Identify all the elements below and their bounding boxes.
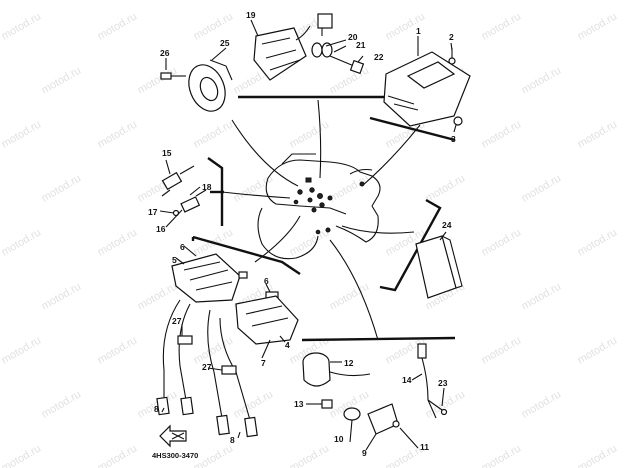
plug-leads-part <box>156 299 258 438</box>
watermark-text: motod.ru <box>40 172 84 204</box>
watermark-text: motod.ru <box>520 64 564 96</box>
callout-3: 3 <box>451 134 456 144</box>
callout-8a: 8 <box>154 404 159 414</box>
watermark-text: motod.ru <box>480 226 524 258</box>
watermark-text: motod.ru <box>520 172 564 204</box>
watermark-text: motod.ru <box>480 334 524 366</box>
callout-22: 22 <box>374 52 384 62</box>
watermark-text: motod.ru <box>0 442 43 468</box>
front-direction-arrow <box>159 424 187 448</box>
watermark-text: motod.ru <box>328 172 372 204</box>
watermark-text: motod.ru <box>288 118 332 150</box>
watermark-text: motod.ru <box>520 388 564 420</box>
watermark-text: motod.ru <box>424 172 468 204</box>
neutral-switch-part <box>343 403 400 435</box>
callout-10: 10 <box>334 434 344 444</box>
callout-17: 17 <box>148 207 158 217</box>
watermark-text: motod.ru <box>0 10 43 42</box>
callout-15: 15 <box>162 148 172 158</box>
callout-12: 12 <box>344 358 354 368</box>
watermark-text: motod.ru <box>192 334 236 366</box>
relay-unit-part <box>253 13 333 81</box>
fuel-sender-part <box>302 352 371 387</box>
watermark-text: motod.ru <box>40 64 84 96</box>
watermark-text: motod.ru <box>232 388 276 420</box>
leader-lines <box>191 95 456 342</box>
ignition-coil-part <box>171 253 241 303</box>
callout-18: 18 <box>202 182 212 192</box>
sensor-switch-part <box>161 165 195 197</box>
watermark-text: motod.ru <box>328 280 372 312</box>
watermark-text: motod.ru <box>576 226 620 258</box>
callout-11: 11 <box>420 442 429 452</box>
sensor-wire-part <box>417 343 448 419</box>
watermark-text: motod.ru <box>576 118 620 150</box>
relay-box-part <box>415 235 463 299</box>
watermark-text: motod.ru <box>136 280 180 312</box>
watermark-text: motod.ru <box>288 442 332 468</box>
control-unit-part <box>383 51 471 127</box>
callout-23: 23 <box>438 378 448 388</box>
callout-20: 20 <box>348 32 358 42</box>
watermark-text: motod.ru <box>96 442 140 468</box>
horn-part <box>188 59 233 112</box>
callout-19: 19 <box>246 10 256 20</box>
watermark-layer: motod.ru motod.ru motod.ru motod.ru motod.ru… <box>0 10 619 468</box>
watermark-text: motod.ru <box>576 442 620 468</box>
callout-14: 14 <box>402 375 412 385</box>
rubber-and-bolt-parts <box>311 42 365 75</box>
callout-27a: 27 <box>172 316 182 326</box>
watermark-text: motod.ru <box>0 118 43 150</box>
watermark-text: motod.ru <box>96 334 140 366</box>
callout-leaders <box>159 19 457 451</box>
watermark-text: motod.ru <box>480 442 524 468</box>
horn-bolt-part <box>160 72 186 80</box>
watermark-text: motod.ru <box>0 334 43 366</box>
callout-6b: 6 <box>264 276 269 286</box>
callout-9: 9 <box>362 448 367 458</box>
callout-16: 16 <box>156 224 166 234</box>
callout-8b: 8 <box>230 435 235 445</box>
callout-4: 4 <box>285 340 290 350</box>
callout-5: 5 <box>172 255 177 265</box>
watermark-text: motod.ru <box>192 118 236 150</box>
watermark-text: motod.ru <box>480 118 524 150</box>
callout-2: 2 <box>449 32 454 42</box>
sensor-switch-part-2 <box>172 189 207 217</box>
sender-bolt-part <box>321 399 333 409</box>
watermark-text: motod.ru <box>576 334 620 366</box>
watermark-text: motod.ru <box>328 64 372 96</box>
callout-7: 7 <box>261 358 266 368</box>
watermark-text: motod.ru <box>96 118 140 150</box>
callout-27b: 27 <box>202 362 212 372</box>
watermark-text: motod.ru <box>0 226 43 258</box>
callout-26: 26 <box>160 48 170 58</box>
callout-1: 1 <box>416 26 421 36</box>
watermark-text: motod.ru <box>576 10 620 42</box>
watermark-text: motod.ru <box>96 10 140 42</box>
watermark-text: motod.ru <box>480 10 524 42</box>
watermark-text: motod.ru <box>520 280 564 312</box>
callout-24: 24 <box>442 220 452 230</box>
watermark-text: motod.ru <box>288 226 332 258</box>
drawing-code: 4HS300-3470 <box>152 451 198 460</box>
callout-21: 21 <box>356 40 366 50</box>
callout-labels: 1 2 3 4 5 6 6 7 8 8 9 10 11 12 13 14 15 … <box>148 10 456 458</box>
watermark-text: motod.ru <box>40 280 84 312</box>
watermark-text: motod.ru <box>40 388 84 420</box>
motorcycle-silhouette <box>257 153 381 260</box>
callout-13: 13 <box>294 399 304 409</box>
callout-6a: 6 <box>180 242 185 252</box>
watermark-text: motod.ru <box>136 64 180 96</box>
watermark-text: motod.ru <box>96 226 140 258</box>
callout-25: 25 <box>220 38 230 48</box>
ignition-coil-part-2 <box>235 295 299 345</box>
